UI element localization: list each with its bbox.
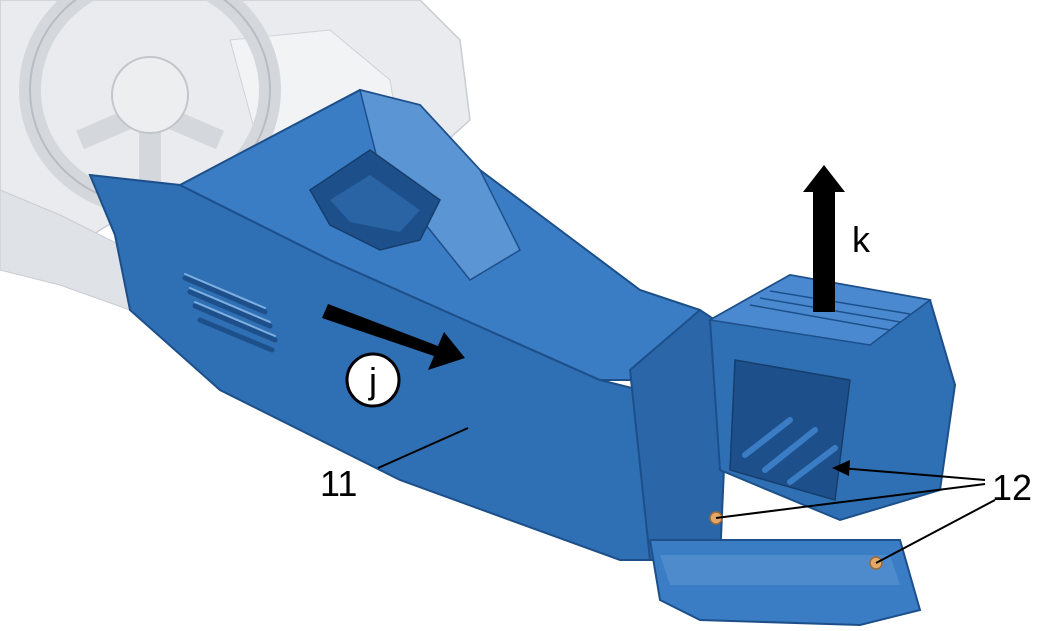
- callout-11: 11: [320, 427, 469, 504]
- arrowhead-12a: [832, 460, 850, 476]
- leader-line-12a: [839, 467, 986, 481]
- part-12-label: 12: [992, 467, 1032, 508]
- direction-k-label: k: [852, 219, 871, 260]
- leader-line-12c: [875, 499, 996, 564]
- leader-line-11: [377, 427, 469, 469]
- direction-j-label: j: [368, 360, 377, 401]
- leader-line-12b: [715, 483, 986, 519]
- box-cavity: [729, 359, 851, 501]
- direction-j-badge: [345, 352, 401, 408]
- side-vent: [182, 275, 278, 353]
- center-console: [88, 88, 957, 627]
- direction-arrow-j: j: [322, 304, 465, 408]
- bold-arrow-right-icon: [322, 304, 465, 370]
- direction-arrow-k: k: [803, 165, 871, 312]
- bold-arrow-up-icon: [803, 165, 845, 312]
- callout-12: 12: [715, 460, 1032, 564]
- part-11-label: 11: [320, 463, 357, 504]
